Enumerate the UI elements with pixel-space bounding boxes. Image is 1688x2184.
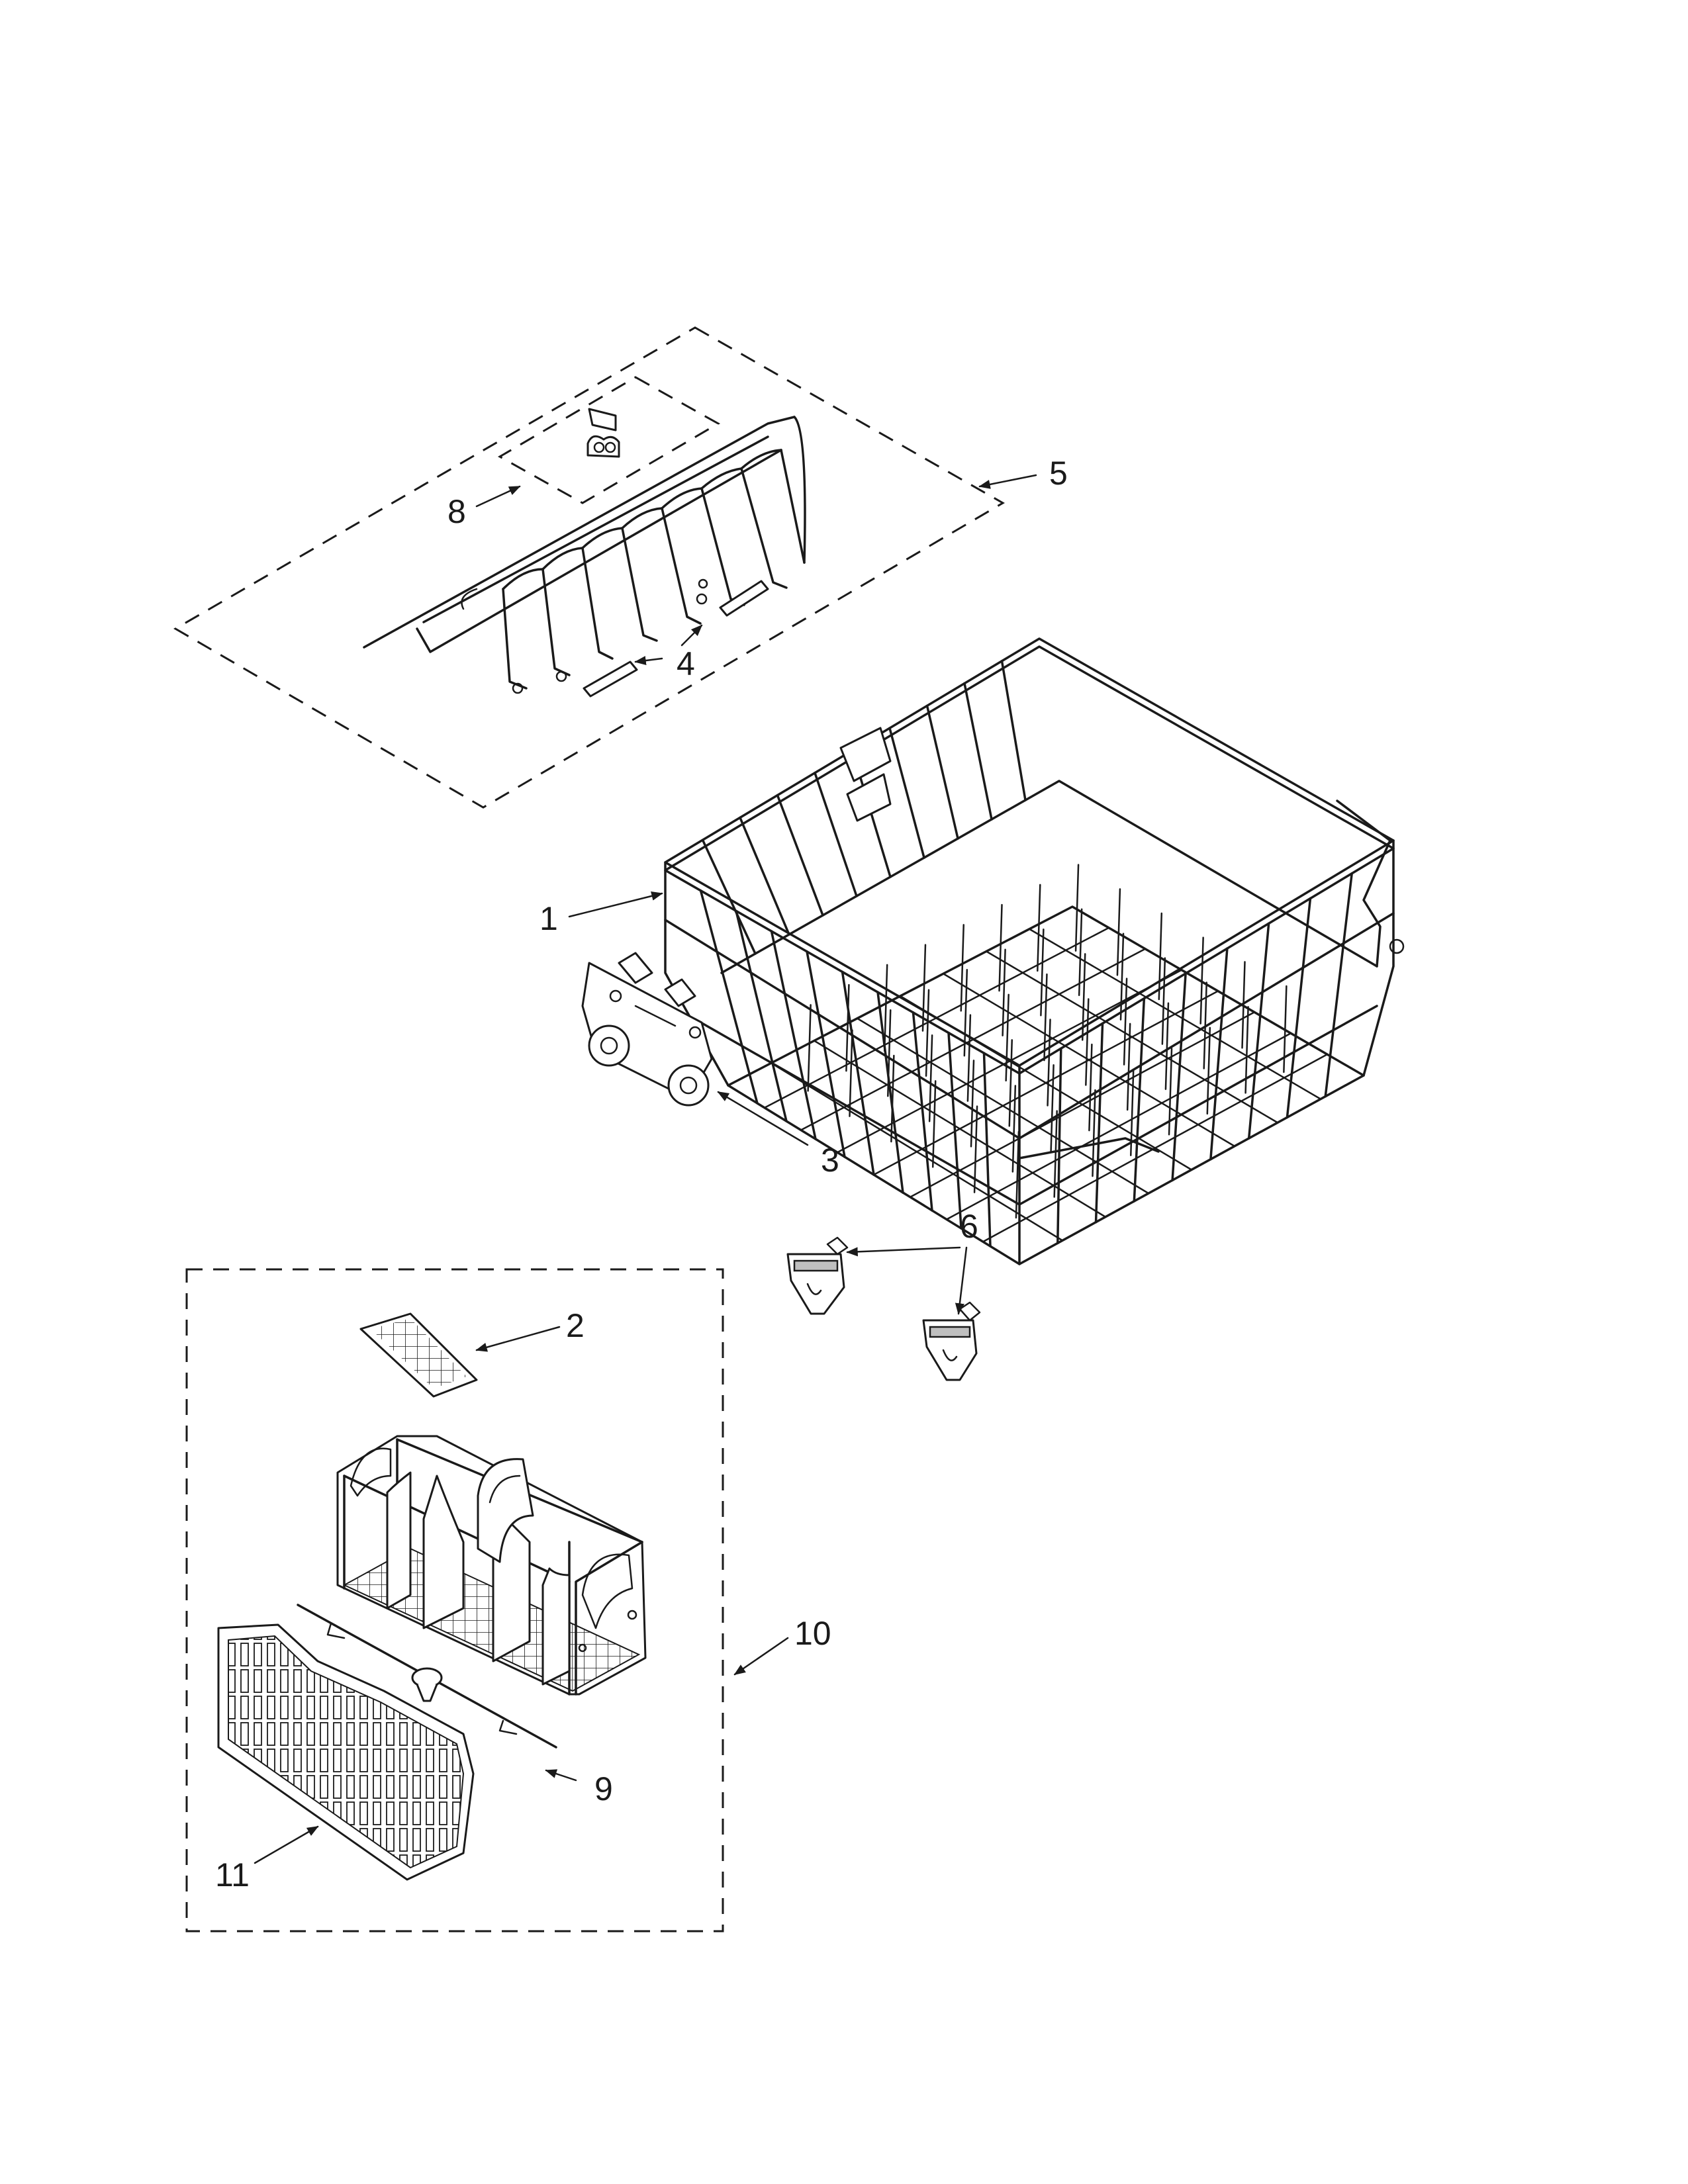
basket-hinge-part [297, 1604, 557, 1749]
basket-cover-part [217, 1623, 475, 1881]
silverware-basket-group [185, 1268, 724, 1933]
silverware-basket-boundary [185, 1268, 724, 1933]
rack-stop-part-a [786, 1236, 849, 1315]
tine-assembly-group [173, 326, 1005, 809]
callout-5: 5 [1049, 455, 1068, 492]
callout-9: 9 [594, 1770, 613, 1807]
tine-rack-part [363, 416, 806, 694]
callout-11: 11 [215, 1856, 250, 1893]
callout-6: 6 [960, 1208, 978, 1245]
callout-4: 4 [677, 645, 695, 682]
basket-body-part [336, 1435, 647, 1696]
spray-insert-part [359, 1312, 478, 1398]
tine-clip-part [586, 408, 620, 458]
tine-clip-boundary [497, 376, 721, 504]
leader-lines [254, 474, 1037, 1864]
tine-pivot-part [583, 580, 769, 698]
rack-stop-part-b [922, 1301, 981, 1381]
callout-10: 10 [794, 1615, 831, 1652]
callout-2: 2 [566, 1307, 585, 1344]
rack-roller-part [581, 952, 713, 1107]
dish-rack-part [664, 637, 1405, 1265]
callout-1: 1 [539, 900, 558, 937]
callout-labels: 5 8 4 1 3 6 2 10 9 11 [215, 455, 1068, 1893]
callout-3: 3 [821, 1142, 839, 1179]
callout-8: 8 [447, 493, 466, 530]
tine-assembly-boundary [173, 326, 1005, 809]
